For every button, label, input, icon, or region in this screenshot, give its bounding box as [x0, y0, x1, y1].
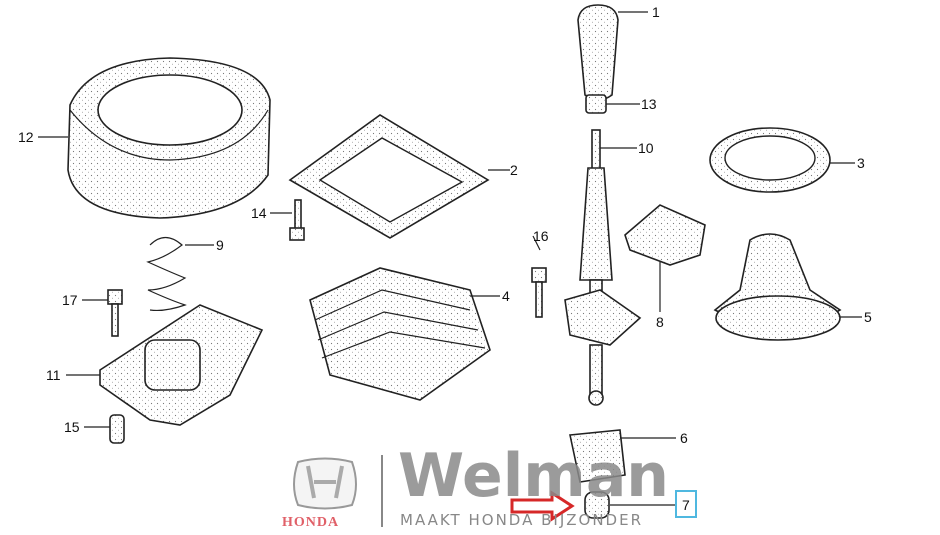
callout-7: 7 [682, 497, 690, 513]
callout-6: 6 [680, 430, 688, 446]
part-11-housing [99, 304, 264, 426]
part-6-bushing [569, 429, 626, 483]
part-13-nut [585, 94, 607, 114]
logo-divider [381, 455, 383, 527]
callout-16: 16 [533, 228, 549, 244]
callout-14: 14 [251, 205, 267, 221]
part-17-bolt [107, 289, 123, 337]
callout-3: 3 [857, 155, 865, 171]
honda-logo-text: HONDA [282, 515, 340, 530]
part-15-pin [109, 414, 125, 444]
part-3-ring [709, 127, 831, 193]
part-12-ring [67, 57, 271, 219]
part-1-knob [577, 4, 619, 101]
part-7-cap [584, 491, 610, 519]
callout-11: 11 [46, 367, 61, 383]
callout-8: 8 [656, 314, 664, 330]
part-9-spring [146, 236, 187, 312]
highlight-box [675, 490, 697, 518]
callout-17: 17 [62, 292, 78, 308]
honda-emblem-icon [293, 457, 357, 510]
part-2-plate [288, 114, 490, 239]
callout-4: 4 [502, 288, 510, 304]
welman-tagline: MAAKT HONDA BIJZONDER [400, 511, 643, 529]
part-16-bolt [531, 267, 547, 318]
welman-wordmark: Welman [398, 441, 670, 511]
part-10-lever [564, 129, 642, 406]
callout-10: 10 [638, 140, 654, 156]
callout-9: 9 [216, 237, 224, 253]
leader-lines [38, 11, 862, 506]
callout-1: 1 [652, 4, 660, 20]
part-8-bracket [624, 204, 706, 266]
part-5-boot [713, 233, 842, 341]
callout-13: 13 [641, 96, 657, 112]
part-14-bolt [289, 199, 305, 241]
callout-15: 15 [64, 419, 80, 435]
callout-5: 5 [864, 309, 872, 325]
red-arrow-icon [510, 490, 575, 522]
callout-2: 2 [510, 162, 518, 178]
callout-12: 12 [18, 129, 34, 145]
part-4-boot [309, 267, 491, 401]
